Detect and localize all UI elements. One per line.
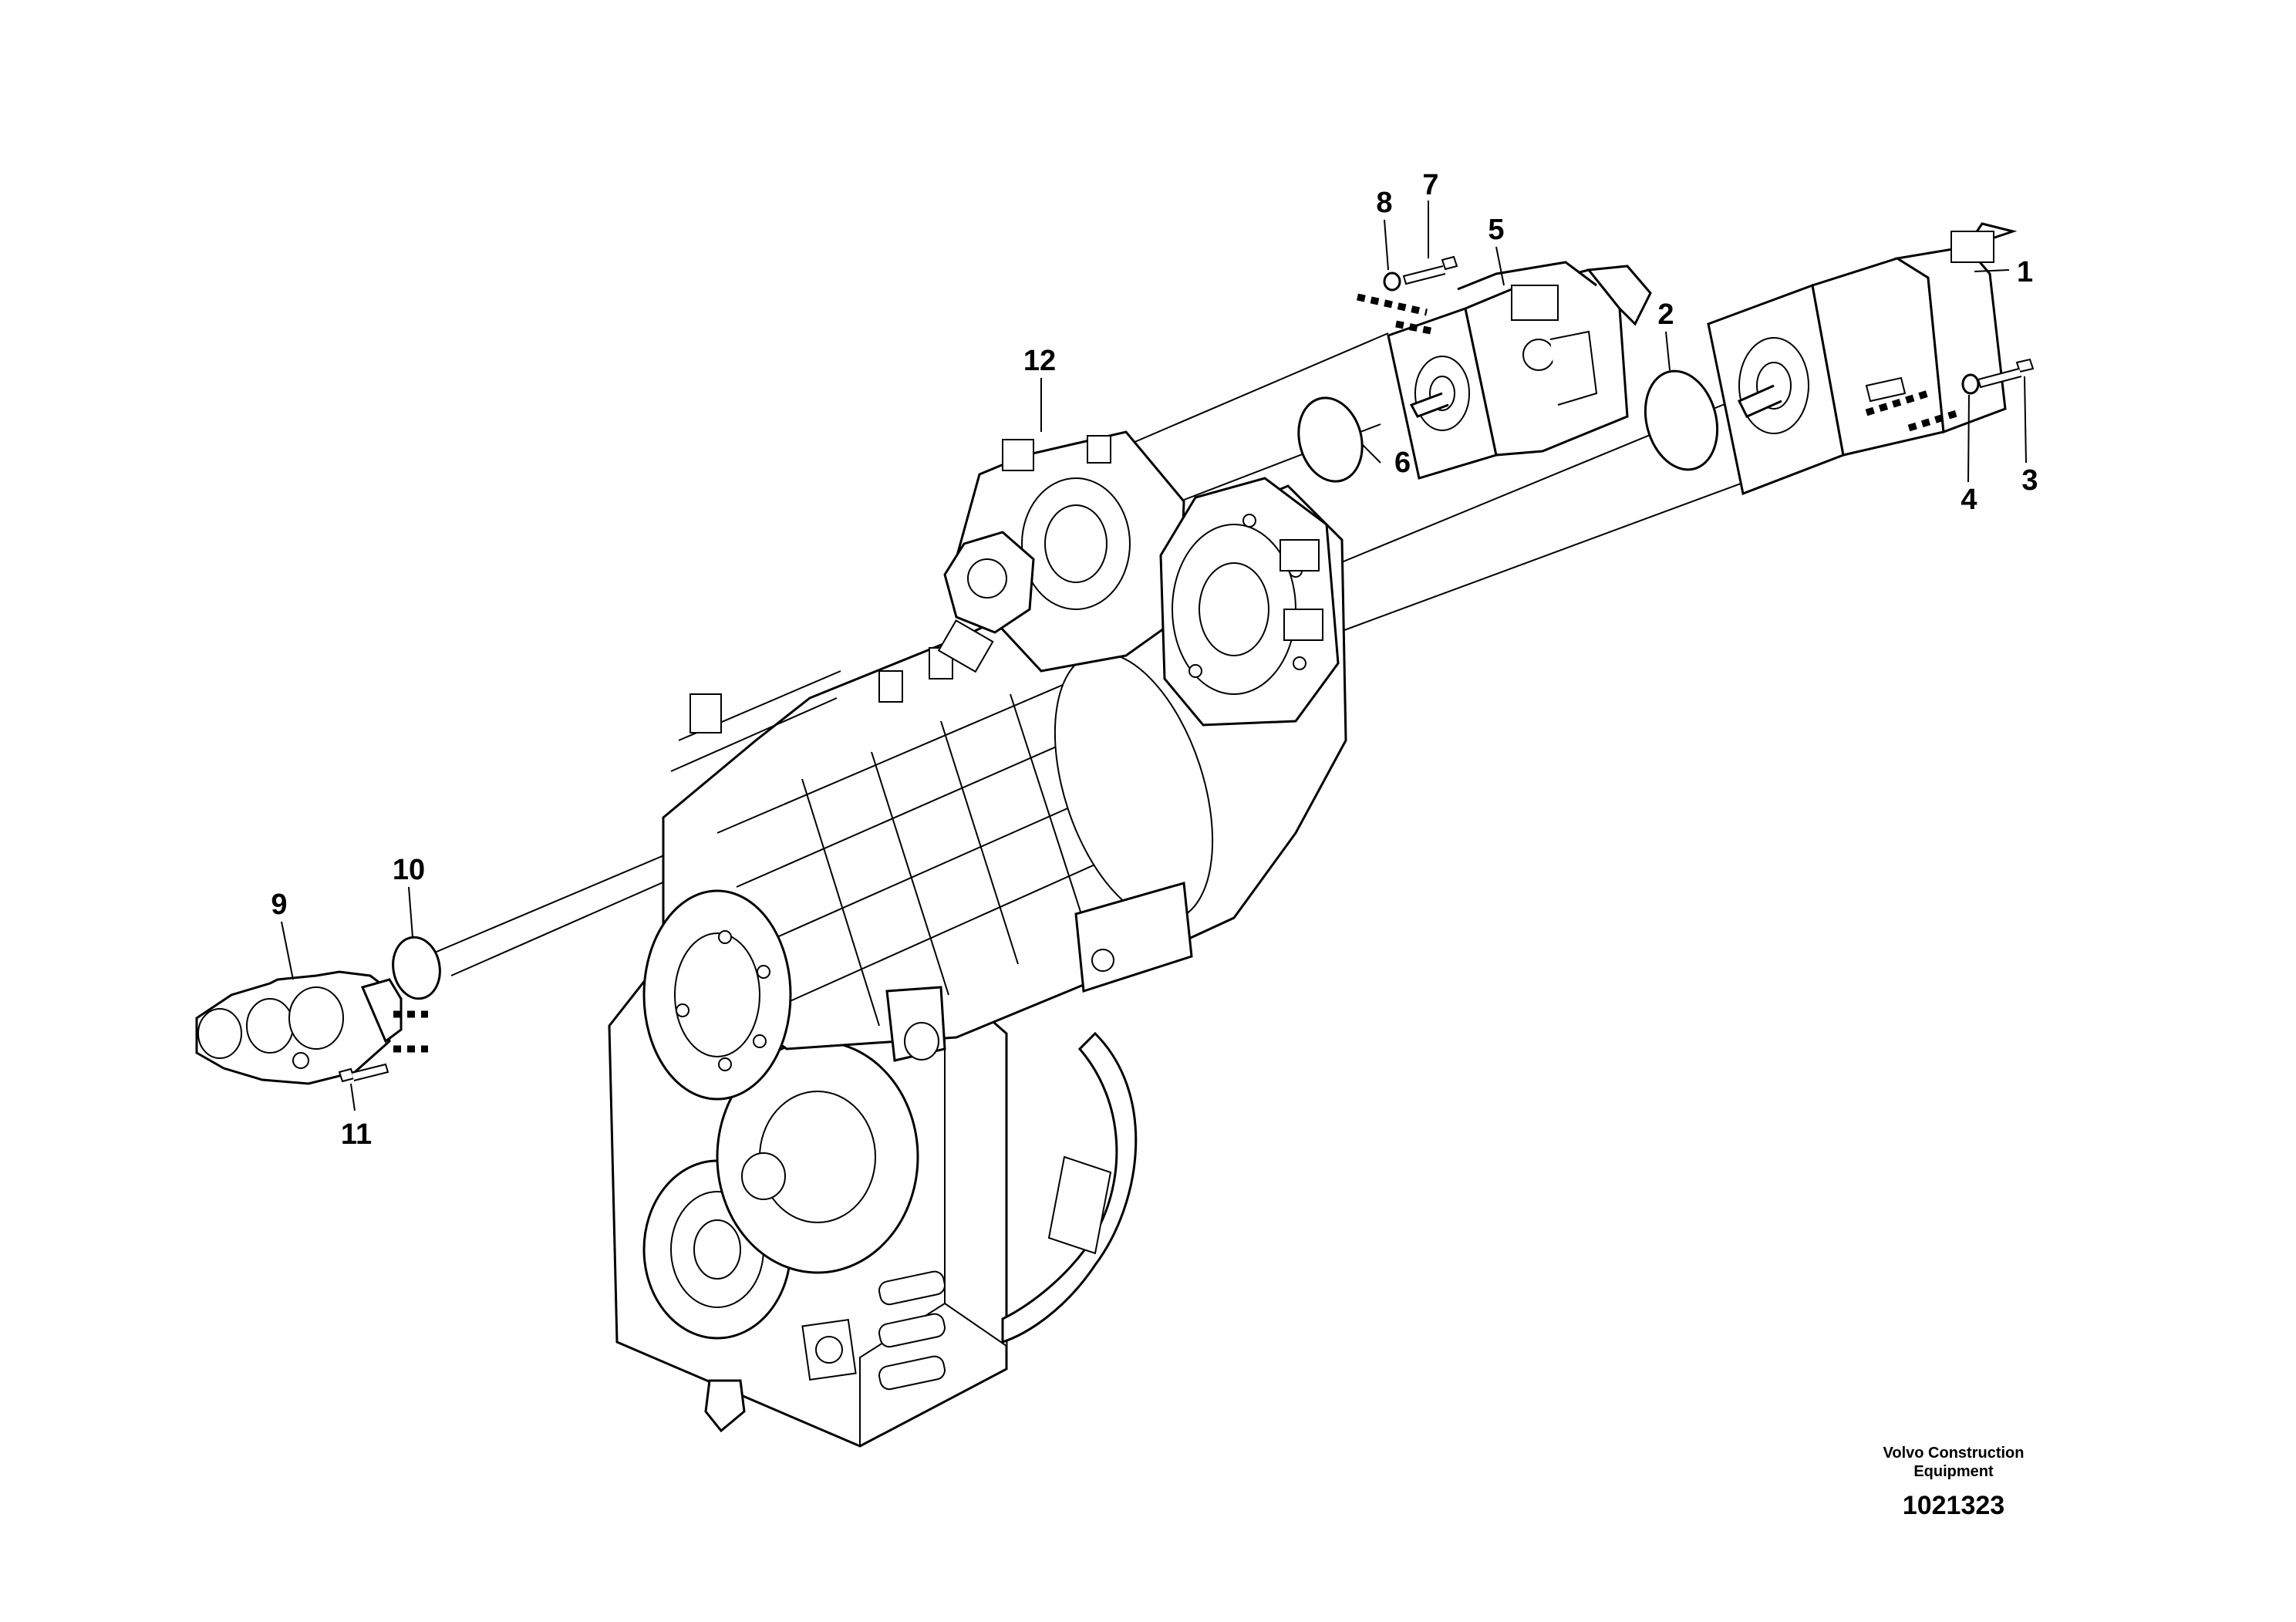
callout-labels: 1 2 3 4 5 6 7 8 9 10 11 12 [271, 169, 2038, 1151]
bolt-11 [338, 1063, 389, 1083]
leader-lines [281, 201, 2027, 1111]
footer: Volvo Construction Equipment 1021323 [1883, 1445, 2025, 1520]
callout-6: 6 [1394, 447, 1411, 479]
drawing-number: 1021323 [1903, 1491, 2004, 1520]
callout-9: 9 [271, 889, 287, 921]
company-name-line2: Equipment [1913, 1463, 1994, 1480]
callout-3: 3 [2021, 464, 2038, 497]
bolt-3 [1977, 358, 2035, 389]
o-ring-6 [1297, 396, 1364, 483]
callout-2: 2 [1657, 298, 1674, 331]
company-name-line1: Volvo Construction [1883, 1445, 2025, 1462]
transmission-housing [608, 430, 1347, 1448]
callout-5: 5 [1488, 214, 1504, 246]
washer-8 [1383, 271, 1401, 292]
o-ring-2 [1644, 369, 1719, 471]
callout-8: 8 [1376, 187, 1392, 219]
stud-dashes-2 [1907, 409, 1961, 432]
callout-4: 4 [1961, 484, 1977, 516]
pump-9-assembly [195, 970, 403, 1085]
callout-1: 1 [2017, 256, 2033, 288]
pump-1-assembly [1707, 222, 2018, 496]
callout-12: 12 [1023, 345, 1056, 377]
pump-5-assembly [1387, 261, 1652, 480]
stud-dashes-4 [1395, 320, 1435, 336]
callout-10: 10 [393, 854, 425, 886]
stud-dashes-3 [1357, 293, 1428, 316]
washer-4 [1961, 373, 1980, 395]
o-ring-10 [392, 936, 441, 1000]
stud-dashes-1 [1865, 389, 1930, 416]
callout-7: 7 [1422, 169, 1438, 201]
bolt-7 [1402, 255, 1458, 285]
callout-11: 11 [341, 1118, 372, 1151]
